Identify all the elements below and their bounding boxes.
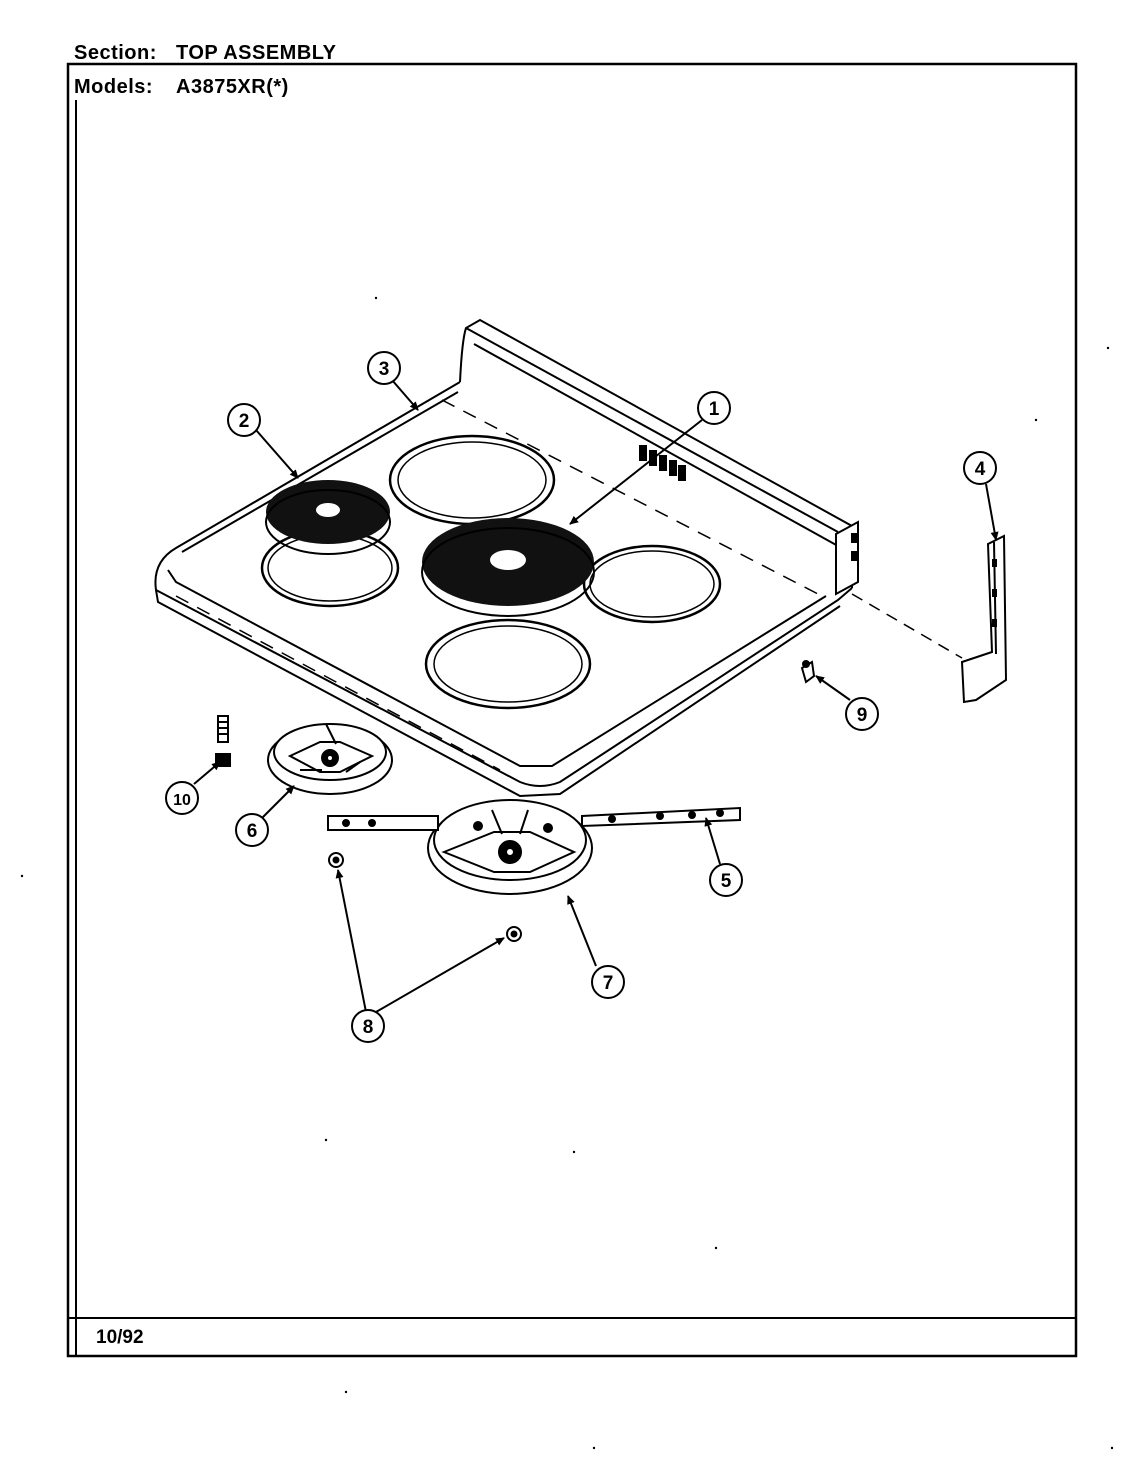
hex-nuts [328, 852, 522, 942]
revision-date: 10/92 [96, 1327, 144, 1348]
callout-8: 8 [351, 1009, 385, 1043]
models-value: A3875XR(*) [176, 76, 289, 98]
element-support-rod [327, 806, 741, 831]
callout-4: 4 [963, 451, 997, 485]
large-surface-element [421, 518, 595, 617]
callout-5-label: 5 [721, 871, 732, 892]
callout-7: 7 [591, 965, 625, 999]
small-drip-bowl [267, 723, 393, 795]
callout-3: 3 [367, 351, 401, 385]
callout-8-label: 8 [363, 1017, 374, 1038]
diagram-frame [66, 62, 1078, 1358]
clip-fastener [800, 660, 816, 684]
scan-specks [20, 296, 1114, 1450]
cooktop-top-panel [154, 318, 859, 798]
callout-6-label: 6 [247, 821, 258, 842]
callout-2-label: 2 [239, 411, 250, 432]
side-trim [960, 534, 1008, 704]
callout-6: 6 [235, 813, 269, 847]
callout-3-label: 3 [379, 359, 390, 380]
large-drip-bowl [427, 799, 593, 895]
callout-2: 2 [227, 403, 261, 437]
leader-lines [193, 379, 999, 1013]
small-surface-element [265, 480, 391, 555]
callout-9-label: 9 [857, 705, 868, 726]
section-value: TOP ASSEMBLY [176, 42, 337, 64]
callout-10-label: 10 [173, 792, 191, 809]
callout-1: 1 [697, 391, 731, 425]
models-label: Models: [74, 76, 154, 98]
screw [215, 715, 231, 767]
callout-9: 9 [845, 697, 879, 731]
callout-5: 5 [709, 863, 743, 897]
callout-10: 10 [165, 781, 199, 815]
section-label: Section: [74, 42, 157, 64]
callout-4-label: 4 [975, 459, 986, 480]
section-header: Section: TOP ASSEMBLY [74, 42, 337, 65]
assembly-guide-line [851, 593, 963, 659]
callout-1-label: 1 [709, 399, 720, 420]
burner-openings [260, 434, 722, 710]
callout-7-label: 7 [603, 973, 614, 994]
models-header: Models: A3875XR(*) [74, 76, 289, 99]
